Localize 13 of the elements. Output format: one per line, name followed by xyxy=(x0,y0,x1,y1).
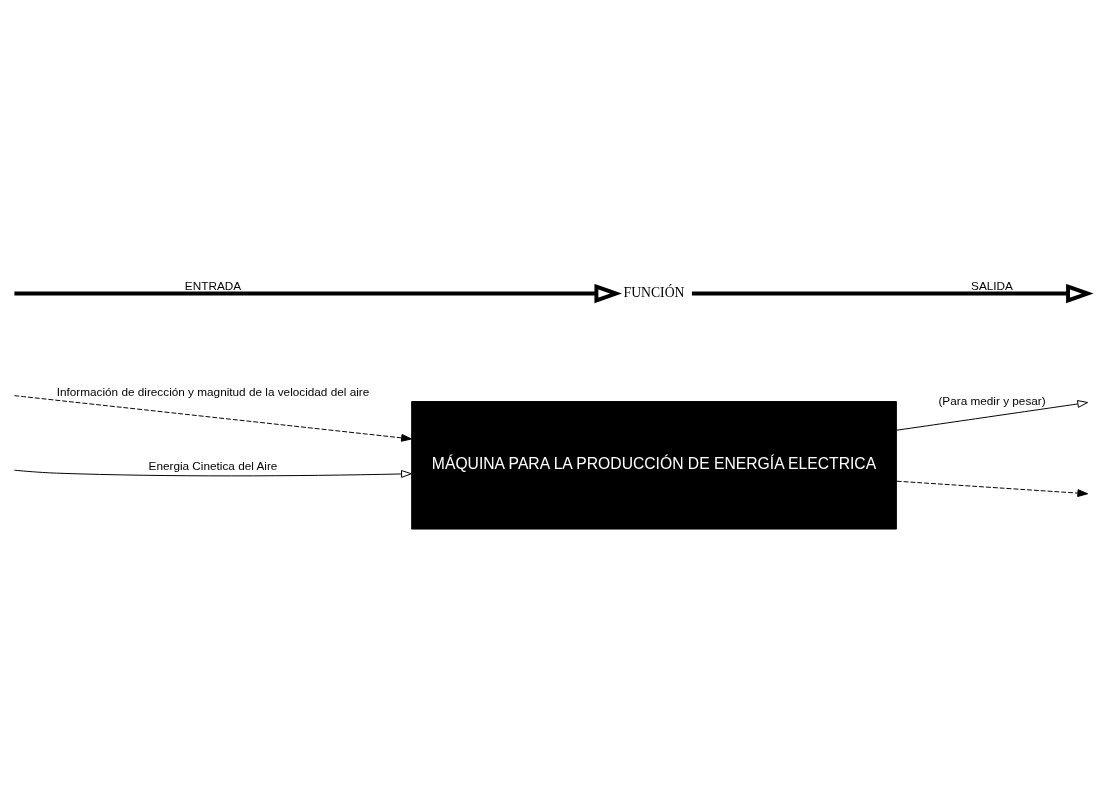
edge-label: ENTRADA xyxy=(184,278,242,292)
edge-label: (Para medir y pesar) xyxy=(938,393,1046,407)
arrow xyxy=(896,480,1089,497)
arrow xyxy=(691,283,1094,303)
arrow xyxy=(14,283,622,303)
arrow xyxy=(13,469,412,478)
node-box: MÁQUINA PARA LA PRODUCCIÓN DE ENERGÍA ELECTRICA xyxy=(411,400,897,530)
edge-label: Energia Cinetica del Aire xyxy=(148,458,278,472)
arrow xyxy=(896,399,1089,431)
edge-label: SALIDA xyxy=(971,278,1013,292)
edge-label: Información de dirección y magnitud de la velocidad del aire xyxy=(56,384,370,398)
node-text: FUNCIÓN xyxy=(623,284,685,300)
arrow xyxy=(13,394,412,442)
